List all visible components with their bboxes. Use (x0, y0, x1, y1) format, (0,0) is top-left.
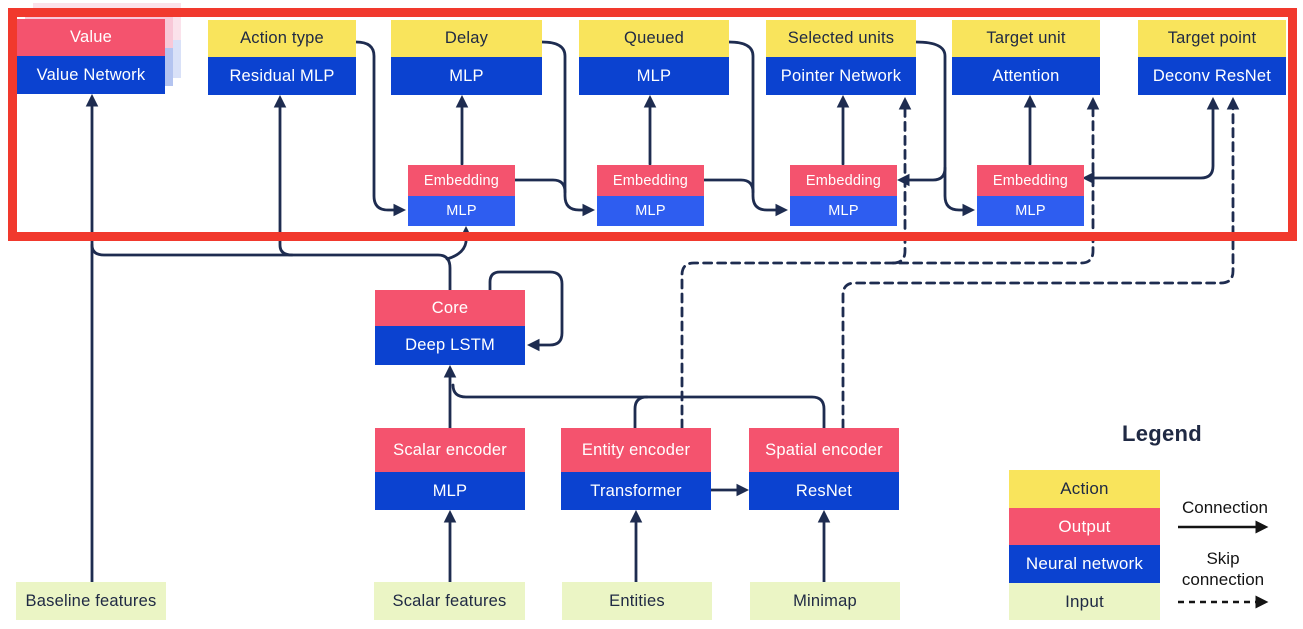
legend-action-label: Action (1009, 470, 1160, 508)
legend-input-label: Input (1009, 583, 1160, 620)
legend-connection-label: Connection (1181, 498, 1268, 517)
queued-mlp-label: MLP (579, 57, 729, 95)
node-embedding-2: Embedding MLP (597, 165, 704, 226)
embedding-2-mlp-label: MLP (597, 196, 704, 226)
node-action-type: Action type Residual MLP (208, 20, 356, 95)
legend-output-label: Output (1009, 508, 1160, 545)
embedding-1-label: Embedding (408, 165, 515, 196)
entity-encoder-label: Entity encoder (561, 428, 711, 472)
embedding-4-label: Embedding (977, 165, 1084, 196)
node-selected-units: Selected units Pointer Network (766, 20, 916, 95)
scalar-encoder-mlp-label: MLP (375, 472, 525, 510)
entities-label: Entities (562, 582, 712, 620)
node-embedding-4: Embedding MLP (977, 165, 1084, 226)
queued-label: Queued (579, 20, 729, 57)
conn-queued-to-embedding3 (727, 40, 789, 217)
node-baseline-features: Baseline features (16, 582, 166, 620)
legend-title: Legend (1122, 421, 1203, 446)
scalar-features-label: Scalar features (374, 582, 525, 620)
node-scalar-encoder: Scalar encoder MLP (375, 428, 525, 510)
deep-lstm-label: Deep LSTM (375, 326, 525, 365)
target-unit-label: Target unit (952, 20, 1100, 57)
deconv-resnet-label: Deconv ResNet (1138, 57, 1286, 95)
skip-entity-encoder-to-attention (680, 96, 1100, 430)
conn-action-type-to-embedding1 (354, 40, 407, 217)
conn-core-output-trunk (90, 243, 452, 292)
embedding-4-mlp-label: MLP (977, 196, 1084, 226)
conn-core-recurrent-loop (488, 270, 564, 352)
skip-entity-encoder-to-pointer-network (891, 96, 912, 265)
node-target-point: Target point Deconv ResNet (1138, 20, 1286, 95)
node-target-unit: Target unit Attention (952, 20, 1100, 95)
embedding-3-mlp-label: MLP (790, 196, 897, 226)
node-embedding-1: Embedding MLP (408, 165, 515, 226)
legend-swatches: Action Output Neural network Input (1009, 470, 1160, 620)
node-entity-encoder: Entity encoder Transformer (561, 428, 711, 510)
target-point-label: Target point (1138, 20, 1286, 57)
attention-label: Attention (952, 57, 1100, 95)
minimap-label: Minimap (750, 582, 900, 620)
value-output-label: Value (17, 19, 165, 56)
conn-entity-encoder-to-core (633, 395, 649, 430)
node-spatial-encoder: Spatial encoder ResNet (749, 428, 899, 510)
resnet-label: ResNet (749, 472, 899, 510)
embedding-2-label: Embedding (597, 165, 704, 196)
legend-neural-network-label: Neural network (1009, 545, 1160, 583)
conn-delay-to-embedding2 (540, 40, 596, 217)
skip-spatial-encoder-to-deconv-resnet (841, 96, 1240, 430)
baseline-features-label: Baseline features (16, 582, 166, 620)
node-scalar-features: Scalar features (374, 582, 525, 620)
action-type-label: Action type (208, 20, 356, 57)
legend-skip-connection-label: Skip connection (1181, 549, 1265, 589)
conn-embedding4-to-deconv-resnet (1081, 96, 1220, 185)
conn-embedding1-out (513, 178, 567, 194)
value-network-label: Value Network (17, 56, 165, 94)
conn-core-to-embedding1 (445, 225, 473, 261)
node-delay: Delay MLP (391, 20, 542, 95)
conn-selected-units-to-embedding4 (914, 40, 976, 217)
embedding-1-mlp-label: MLP (408, 196, 515, 226)
conn-selected-units-branch-to-embedding3 (896, 166, 947, 187)
selected-units-label: Selected units (766, 20, 916, 57)
embedding-3-label: Embedding (790, 165, 897, 196)
delay-label: Delay (391, 20, 542, 57)
node-minimap: Minimap (750, 582, 900, 620)
residual-mlp-label: Residual MLP (208, 57, 356, 95)
node-core: Core Deep LSTM (375, 290, 525, 365)
scalar-encoder-label: Scalar encoder (375, 428, 525, 472)
conn-embedding2-out (702, 178, 755, 194)
node-queued: Queued MLP (579, 20, 729, 95)
conn-spatial-encoder-to-core (451, 383, 826, 430)
spatial-encoder-label: Spatial encoder (749, 428, 899, 472)
node-entities: Entities (562, 582, 712, 620)
transformer-label: Transformer (561, 472, 711, 510)
conn-trunk-to-residual-mlp (273, 94, 294, 257)
delay-mlp-label: MLP (391, 57, 542, 95)
pointer-network-label: Pointer Network (766, 57, 916, 95)
node-embedding-3: Embedding MLP (790, 165, 897, 226)
node-value: Value Value Network (17, 19, 165, 94)
core-label: Core (375, 290, 525, 326)
